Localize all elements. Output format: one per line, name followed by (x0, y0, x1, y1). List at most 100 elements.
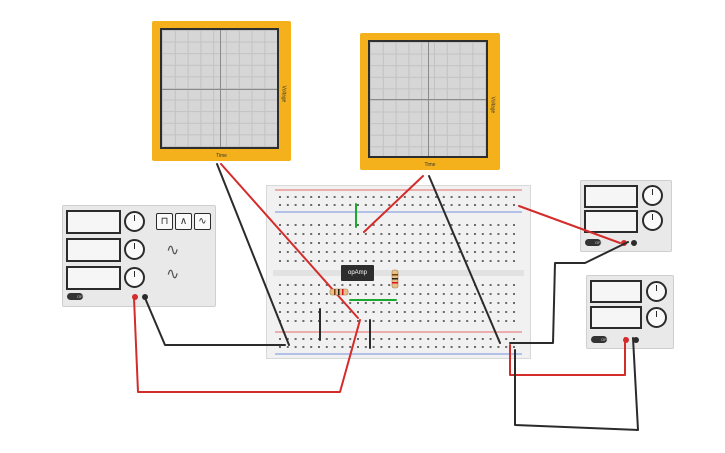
hole (396, 302, 398, 304)
hole (458, 338, 461, 340)
hole (388, 196, 391, 198)
hole (513, 320, 515, 322)
hole (427, 196, 430, 198)
frequency-knob[interactable] (124, 211, 145, 232)
display-3 (66, 266, 121, 290)
sine-wave-button[interactable]: ∿ (194, 213, 211, 230)
power-switch[interactable]: OFF (585, 239, 603, 246)
hole (357, 284, 359, 286)
hole (318, 224, 320, 226)
hole (388, 284, 391, 286)
hole (505, 320, 508, 322)
negative-terminal[interactable] (631, 240, 637, 246)
current-knob[interactable] (646, 307, 667, 328)
hole (357, 242, 359, 244)
triangle-wave-button[interactable]: ∧ (175, 213, 192, 230)
hole (357, 224, 359, 226)
hole (294, 224, 297, 226)
hole (513, 233, 515, 235)
hole (302, 204, 305, 206)
hole (419, 233, 422, 235)
hole (435, 284, 437, 286)
hole (427, 346, 430, 348)
hole (466, 293, 469, 295)
hole (279, 242, 281, 244)
hole (458, 284, 461, 286)
hole (341, 196, 344, 198)
negative-terminal[interactable] (142, 294, 148, 300)
hole (380, 260, 383, 262)
hole (372, 242, 375, 244)
positive-terminal[interactable] (623, 337, 629, 343)
power-switch[interactable]: OFF (591, 336, 609, 343)
hole (489, 260, 492, 262)
voltage-knob[interactable] (642, 185, 663, 206)
hole (435, 346, 437, 348)
hole (427, 224, 430, 226)
hole (310, 302, 313, 304)
hole (505, 346, 508, 348)
hole (419, 251, 422, 253)
hole (302, 224, 305, 226)
hole (380, 338, 383, 340)
hole (497, 284, 500, 286)
oscilloscope-right[interactable]: Time Voltage (360, 33, 500, 170)
waveform-preview-sine-2: ∿ (166, 266, 180, 283)
hole (318, 338, 320, 340)
hole (325, 242, 328, 244)
voltage-display (590, 280, 642, 303)
breadboard[interactable] (266, 185, 531, 359)
positive-terminal[interactable] (621, 240, 627, 246)
function-generator[interactable]: ⊓ ∧ ∿ ∿ ∿ OFF (62, 205, 216, 307)
display-1 (66, 210, 121, 234)
hole (411, 293, 414, 295)
power-switch[interactable]: OFF (67, 293, 85, 300)
opamp-chip[interactable]: opAmp (341, 265, 374, 281)
hole (481, 293, 484, 295)
current-display (584, 210, 638, 233)
hole (286, 224, 289, 226)
amplitude-knob[interactable] (124, 239, 145, 260)
hole (481, 251, 484, 253)
hole (419, 284, 422, 286)
hole (505, 302, 508, 304)
hole (497, 311, 500, 313)
hole (325, 233, 328, 235)
hole (481, 302, 484, 304)
hole (380, 242, 383, 244)
negative-terminal[interactable] (633, 337, 639, 343)
hole (489, 293, 492, 295)
hole (318, 242, 320, 244)
hole (279, 346, 281, 348)
hole (497, 242, 500, 244)
scope-grid (370, 42, 486, 156)
hole (458, 293, 461, 295)
hole (396, 251, 398, 253)
offset-knob[interactable] (124, 267, 145, 288)
hole (481, 233, 484, 235)
oscilloscope-left[interactable]: Time Voltage (152, 21, 291, 161)
square-wave-button[interactable]: ⊓ (156, 213, 173, 230)
positive-terminal[interactable] (132, 294, 138, 300)
hole (333, 196, 336, 198)
power-supply-top[interactable]: OFF (580, 180, 672, 252)
hole (450, 242, 453, 244)
hole (396, 196, 398, 198)
hole (286, 196, 289, 198)
hole (318, 311, 320, 313)
hole (333, 284, 336, 286)
hole (403, 204, 406, 206)
power-switch-label: OFF (595, 240, 603, 245)
voltage-knob[interactable] (646, 281, 667, 302)
hole (364, 260, 367, 262)
hole (325, 260, 328, 262)
power-supply-bottom[interactable]: OFF (586, 275, 674, 349)
hole (419, 260, 422, 262)
hole (279, 320, 281, 322)
scope-axis-horizontal (370, 99, 486, 100)
current-knob[interactable] (642, 210, 663, 231)
hole (403, 311, 406, 313)
hole (372, 284, 375, 286)
hole (497, 260, 500, 262)
hole (357, 233, 359, 235)
